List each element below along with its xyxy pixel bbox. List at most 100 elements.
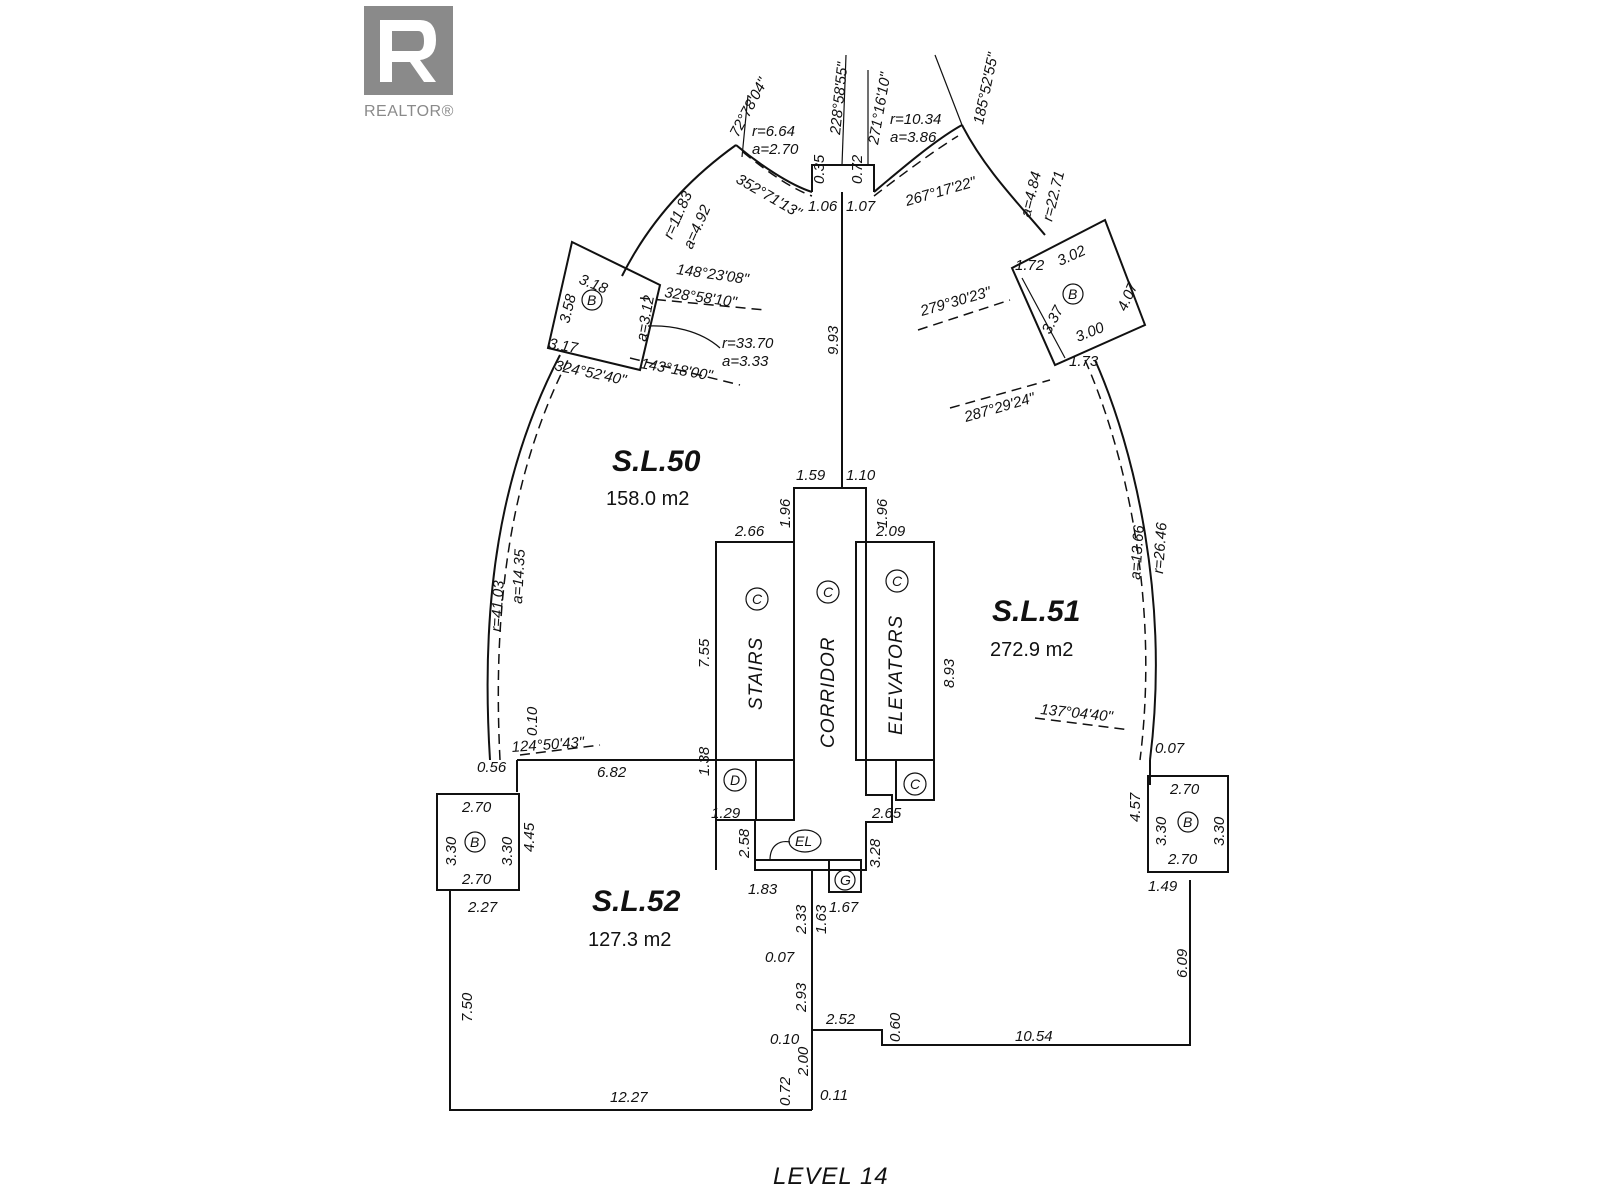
lot-52-name: S.L.52 (592, 885, 681, 918)
dimension-label: 0.10 (770, 1031, 800, 1048)
g-room (828, 859, 862, 893)
lot-51-name: S.L.51 (992, 595, 1080, 628)
dimension-label: 1.96 (777, 498, 794, 528)
realtor-logo-label: REALTOR® (364, 103, 454, 120)
dimension-label: 0.72 (849, 154, 866, 184)
dimension-label: 1.59 (796, 467, 826, 484)
dimension-label: 6.09 (1174, 948, 1191, 978)
dimension-label: 1.72 (1015, 257, 1045, 274)
dimension-label: 3.17 (547, 335, 579, 357)
curve-label: a=3.86 (890, 129, 937, 146)
dimension-label: 8.93 (941, 658, 958, 688)
marker-c-small: C (910, 776, 921, 792)
dimension-label: 2.00 (795, 1046, 812, 1077)
dimension-label: 2.70 (461, 871, 492, 888)
dimension-label: 0.10 (524, 706, 541, 736)
dimension-label: 1.10 (846, 467, 876, 484)
marker-b-upper-left: B (587, 292, 596, 308)
marker-b-upper-right: B (1068, 286, 1077, 302)
dimension-label: 3.30 (499, 836, 516, 866)
dimension-label: 10.54 (1015, 1028, 1053, 1045)
bay-box-left (436, 793, 520, 891)
bearing-label: 137°04'40" (1040, 701, 1115, 726)
curve-label: a=14.35 (509, 548, 529, 604)
marker-el: EL (795, 833, 812, 849)
lot-52-area: 127.3 m2 (588, 929, 671, 951)
marker-c-corridor: C (823, 584, 834, 600)
bearing-label: 148°23'08" (675, 261, 750, 288)
dimension-label: 4.57 (1127, 792, 1144, 822)
boundary-lines (449, 124, 1191, 1111)
dimension-label: 2.09 (875, 523, 906, 540)
lot-50-name: S.L.50 (612, 445, 701, 478)
bearing-label: 267°17'22" (902, 173, 978, 210)
bearing-label: 328°58'10" (663, 284, 738, 311)
realtor-logo: REALTOR® (364, 6, 454, 120)
dimension-label: 0.07 (1155, 740, 1185, 757)
dimension-label: 1.73 (1069, 353, 1099, 370)
dimension-labels: 0.35 0.72 1.06 1.07 9.93 3.18 3.58 3.17 … (443, 154, 1228, 1106)
dimension-label: 2.58 (736, 828, 753, 859)
dimension-label: 4.45 (521, 822, 538, 852)
dimension-label: 0.07 (765, 949, 795, 966)
bearing-label: 143°18'00" (639, 355, 714, 384)
curve-label: a=3.12 (633, 294, 658, 343)
dimension-label: 2.70 (1167, 851, 1198, 868)
dimension-label: 0.72 (777, 1076, 794, 1106)
circled-markers: C C C D C G EL B B B B (470, 286, 1192, 891)
core-rooms (715, 487, 935, 893)
bearing-label: 352°71'13" (733, 171, 805, 222)
dimension-label: 2.93 (793, 982, 810, 1013)
bay-box-upper-right (1010, 218, 1147, 367)
dimension-label: 1.49 (1148, 878, 1178, 895)
dimension-label: 7.55 (696, 638, 713, 668)
dimension-label: 3.28 (867, 838, 884, 868)
bay-box-upper-left (546, 240, 662, 372)
dimension-label: 2.65 (871, 805, 902, 822)
d-room (715, 759, 757, 821)
marker-b-right: B (1183, 814, 1192, 830)
dimension-label: 0.56 (477, 759, 507, 776)
curve-label: a=3.33 (722, 353, 769, 370)
dimension-label: 3.02 (1055, 242, 1089, 270)
bearing-label: 324°52'40" (553, 357, 628, 389)
dimension-label: 2.52 (825, 1011, 856, 1028)
dimension-label: 12.27 (610, 1089, 648, 1106)
dimension-label: 0.11 (820, 1087, 848, 1104)
dimension-label: 1.29 (711, 805, 741, 822)
dimension-label: 2.70 (1169, 781, 1200, 798)
dimension-label: 7.50 (459, 992, 476, 1022)
bearing-label: 185°52'55" (970, 51, 1002, 126)
bearing-label: 228°58'55" (827, 61, 852, 137)
dimension-label: 1.83 (748, 881, 778, 898)
marker-c-stairs: C (752, 591, 763, 607)
dimension-label: 1.38 (696, 746, 713, 776)
dimension-label: 0.35 (811, 154, 828, 184)
dimension-label: 2.27 (467, 899, 498, 916)
dimension-label: 2.33 (793, 904, 810, 935)
marker-d: D (730, 772, 740, 788)
curve-label: a=13.66 (1127, 524, 1148, 580)
dimension-label: 1.63 (813, 904, 830, 934)
dimension-label: 3.30 (1211, 816, 1228, 846)
dimension-label: 6.82 (597, 764, 627, 781)
corridor-room (754, 487, 893, 871)
elevators-label: ELEVATORS (886, 615, 907, 735)
lot-51-area: 272.9 m2 (990, 639, 1073, 661)
corridor-label: CORRIDOR (818, 637, 839, 748)
level-title: LEVEL 14 (773, 1163, 889, 1190)
c-small-room (895, 759, 935, 801)
dimension-label: 3.30 (443, 836, 460, 866)
bearing-label: 279°30'23" (917, 283, 993, 320)
dimension-label: 1.07 (846, 198, 876, 215)
dimension-label: 3.30 (1153, 816, 1170, 846)
dimension-label: 2.66 (734, 523, 765, 540)
dimension-label: 2.70 (461, 799, 492, 816)
dimension-label: 1.96 (874, 498, 891, 528)
curve-label: r=41.03 (488, 579, 508, 632)
marker-g: G (840, 872, 851, 888)
dimension-label: 3.58 (556, 292, 580, 325)
bay-box-right (1147, 775, 1229, 873)
dimension-label: 3.37 (1039, 303, 1068, 337)
